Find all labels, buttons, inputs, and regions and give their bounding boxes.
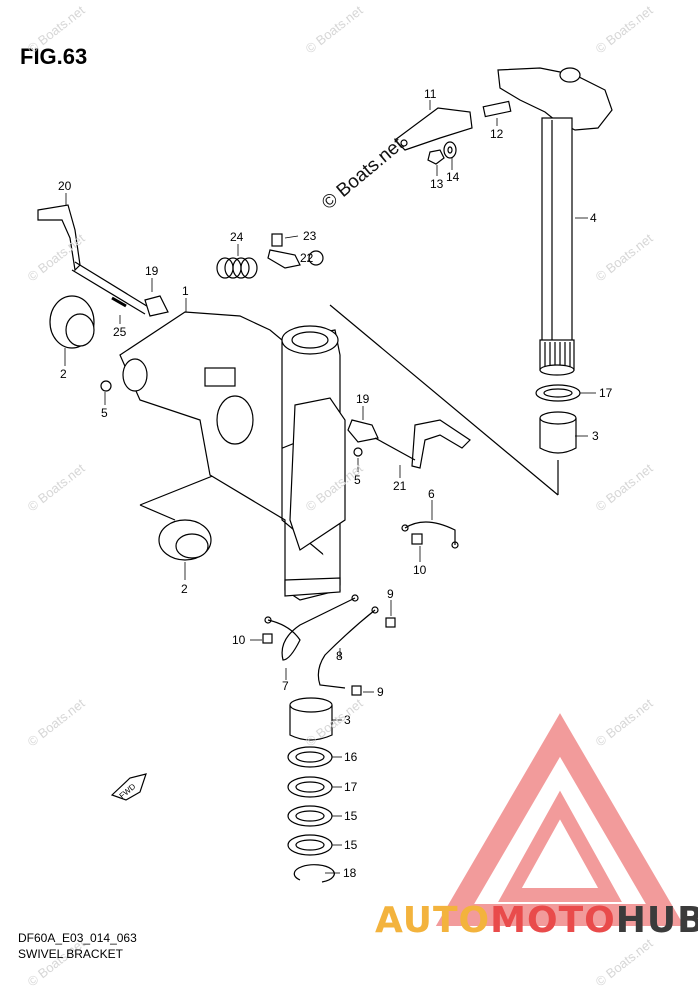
callout-14: 14 (446, 170, 460, 184)
fwd-arrow-icon (110, 773, 147, 801)
bolt-9a-part (385, 617, 396, 628)
lever-part (37, 204, 81, 272)
callout-5-left: 5 (101, 406, 108, 420)
spring-part (216, 257, 258, 279)
ground-wire-part (404, 521, 456, 545)
callout-15-b: 15 (344, 838, 358, 852)
brand-wordmark: AUTOMOTOHUB (375, 900, 698, 941)
figure-title: FIG.63 (20, 44, 88, 69)
wire-8-part (317, 609, 376, 689)
bolt-10b-part (262, 633, 273, 644)
grease-nipple-part (100, 380, 112, 392)
bushing-upper-part (539, 418, 577, 454)
swivel-bracket-body (119, 311, 346, 601)
callout-2-left: 2 (60, 367, 67, 381)
brand-part-moto: MOTO (490, 900, 616, 941)
callout-20: 20 (58, 179, 72, 193)
callout-25: 25 (113, 325, 127, 339)
callout-2-lower: 2 (181, 582, 188, 596)
callout-17-lower: 17 (344, 780, 358, 794)
plate-bracket-part (394, 107, 473, 151)
washer-part (443, 141, 457, 159)
callout-11: 11 (424, 87, 437, 101)
washer-16-part (287, 746, 333, 768)
washer-15b-part (287, 834, 333, 856)
callout-4: 4 (590, 211, 597, 225)
lever-right-part (411, 419, 471, 469)
callout-16: 16 (344, 750, 358, 764)
callout-13: 13 (430, 177, 444, 191)
leader-lines (64, 100, 596, 874)
callout-9-upper: 9 (387, 587, 394, 601)
brand-part-hub: HUB (615, 900, 698, 941)
callout-3-upper: 3 (592, 429, 599, 443)
callout-12: 12 (490, 127, 504, 141)
callout-3-lower: 3 (344, 713, 351, 727)
callout-9-lower: 9 (377, 685, 384, 699)
snap-ring-18-part (293, 864, 335, 883)
callout-8: 8 (336, 649, 343, 663)
callout-17-upper: 17 (599, 386, 613, 400)
nut-part (427, 149, 445, 165)
washer-17-part (287, 776, 333, 798)
callout-5-right: 5 (354, 473, 361, 487)
grease-nipple-right-part (353, 447, 363, 457)
washer-upper-part (535, 384, 581, 402)
callout-7: 7 (282, 679, 289, 693)
callout-22: 22 (300, 251, 314, 265)
callout-1: 1 (182, 284, 189, 298)
bracket-clip-part (267, 249, 301, 269)
steering-shaft-part (497, 67, 613, 376)
bushing-lower-part (289, 697, 333, 741)
parts-group (37, 67, 613, 883)
brand-part-auto: AUTO (375, 900, 491, 941)
callout-10-lower: 10 (232, 633, 246, 647)
callout-24: 24 (230, 230, 244, 244)
cap-left-part (49, 295, 95, 349)
brand-triangle-logo (435, 713, 685, 926)
cap-lower-part (158, 519, 212, 561)
figure-name: SWIVEL BRACKET (18, 947, 123, 961)
stud-part (482, 100, 512, 118)
callout-21: 21 (393, 479, 407, 493)
callout-19-upper: 19 (145, 264, 159, 278)
callout-23: 23 (303, 229, 317, 243)
washer-15a-part (287, 805, 333, 827)
bolt-part (271, 233, 283, 247)
bolt-10-part (411, 533, 423, 545)
callout-18: 18 (343, 866, 357, 880)
callout-10-right: 10 (413, 563, 427, 577)
figure-code: DF60A_E03_014_063 (18, 931, 137, 945)
callout-6: 6 (428, 487, 435, 501)
wire-7-part (267, 597, 356, 661)
callout-15-a: 15 (344, 809, 358, 823)
collar-part (144, 295, 169, 317)
bolt-9b-part (351, 685, 362, 696)
collar-right-part (347, 419, 379, 443)
callout-19-right: 19 (356, 392, 370, 406)
plate-hole (400, 139, 408, 147)
